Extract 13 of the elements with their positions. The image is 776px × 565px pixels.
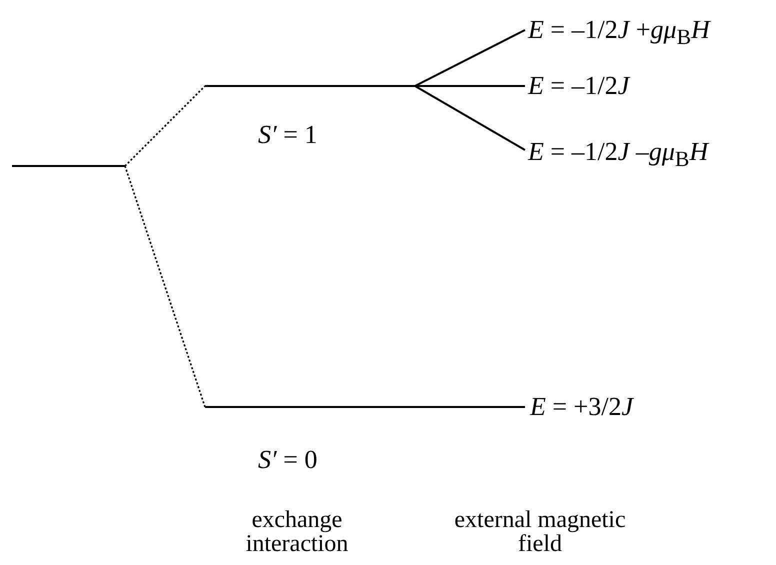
axis-caption: exchange interaction (244, 508, 350, 556)
splitting-line (414, 29, 526, 87)
splitting-line (414, 85, 526, 151)
energy-label: E = –1/2J –gμ$_{B}$H (528, 137, 708, 174)
energy-label: E = +3/2J (530, 392, 633, 422)
splitting-line (415, 85, 525, 87)
energy-label: E = –1/2J +gμ$_{B}$H (528, 15, 710, 52)
spin-label: S′ = 0 (258, 445, 318, 475)
dotted-connector (124, 166, 206, 408)
spin-label: S′ = 1 (258, 120, 318, 150)
energy-label: E = –1/2J (528, 71, 630, 101)
dotted-connector (124, 85, 206, 167)
axis-caption: external magnetic field (453, 508, 627, 556)
